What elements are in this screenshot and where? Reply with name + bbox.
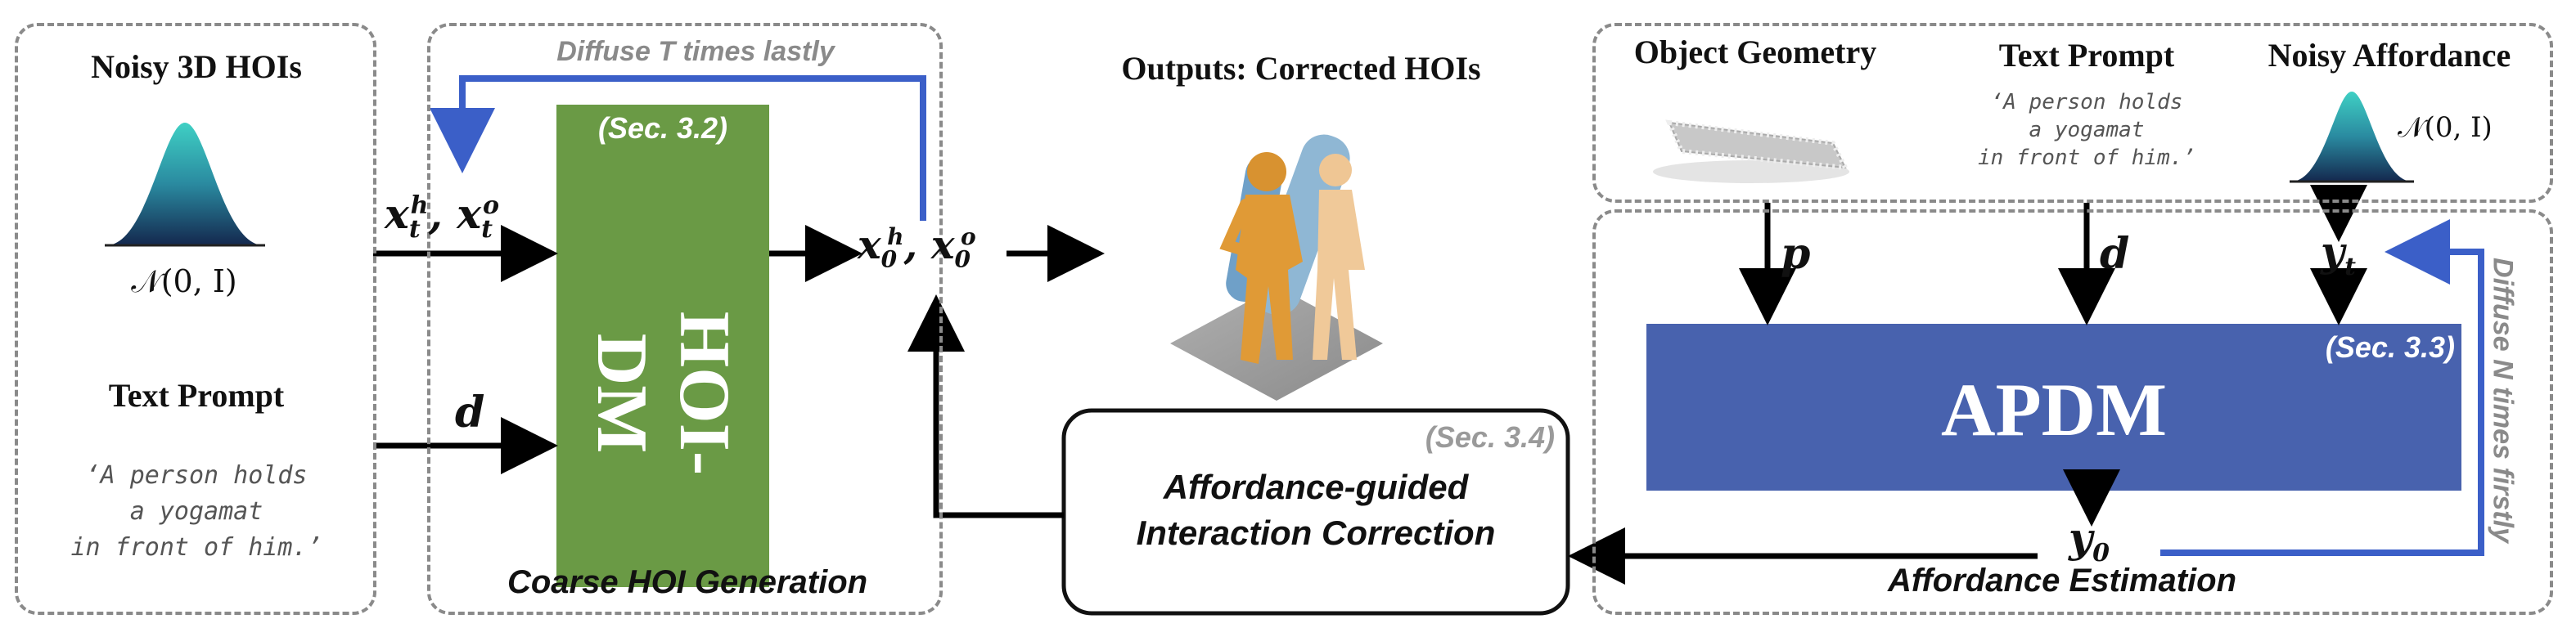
text-prompt-title-right: Text Prompt	[1998, 37, 2175, 74]
gaussian-label-left: 𝒩(0, I)	[131, 263, 237, 299]
noisy-affordance-title: Noisy Affordance	[2268, 37, 2511, 74]
affordance-estimation-caption: Affordance Estimation	[1888, 563, 2236, 599]
correction-line2: Interaction Correction	[1136, 514, 1496, 552]
correction-line1: Affordance-guided	[1163, 468, 1469, 506]
apdm-name: APDM	[1941, 368, 2167, 451]
hoi-dm-loop-label: Diffuse T times lastly	[556, 36, 835, 67]
y-0-label: y0	[2069, 514, 2110, 567]
gaussian-icon-left	[106, 123, 263, 245]
apdm-loop-label: Diffuse N times firstly	[2487, 258, 2519, 543]
affordance-estimation-panel	[1592, 209, 2553, 615]
left-input-panel	[15, 23, 376, 615]
d-label-right: d	[2100, 229, 2130, 279]
hoi-dm-section-label: (Sec. 3.2)	[597, 111, 728, 145]
object-geometry-icon	[1653, 119, 1850, 183]
text-prompt-left: ‘A person holds a yogamat in front of hi…	[70, 461, 322, 562]
coarse-hoi-generation-panel	[427, 23, 943, 615]
y-t-label: yt	[2321, 227, 2356, 281]
hoi-dm-input-x: xth, xto	[385, 190, 499, 244]
corrected-hoi-figure	[1170, 134, 1383, 401]
noisy-3d-hois-title: Noisy 3D HOIs	[91, 48, 302, 85]
right-input-panel	[1592, 23, 2553, 203]
hoi-dm-output-x: x0h, x0o	[858, 222, 976, 273]
coarse-hoi-generation-caption: Coarse HOI Generation	[507, 564, 868, 600]
object-geometry-title: Object Geometry	[1633, 34, 1877, 70]
hoi-dm-name: HOI-DM	[582, 311, 744, 476]
apdm-section-label: (Sec. 3.3)	[2325, 330, 2455, 364]
hoi-dm-input-d: d	[455, 388, 485, 437]
hoi-dm-block	[556, 105, 769, 587]
outputs-title: Outputs: Corrected HOIs	[1121, 50, 1481, 87]
gaussian-icon-right	[2291, 92, 2412, 182]
correction-box	[1061, 408, 1570, 616]
correction-section-label: (Sec. 3.4)	[1425, 420, 1555, 454]
p-label: p	[1781, 229, 1811, 279]
text-prompt-right: ‘A person holds a yogamat in front of hi…	[1977, 90, 2196, 170]
gaussian-label-right: 𝒩(0, I)	[2398, 111, 2493, 144]
apdm-block	[1646, 324, 2461, 491]
text-prompt-title-left: Text Prompt	[108, 377, 285, 414]
